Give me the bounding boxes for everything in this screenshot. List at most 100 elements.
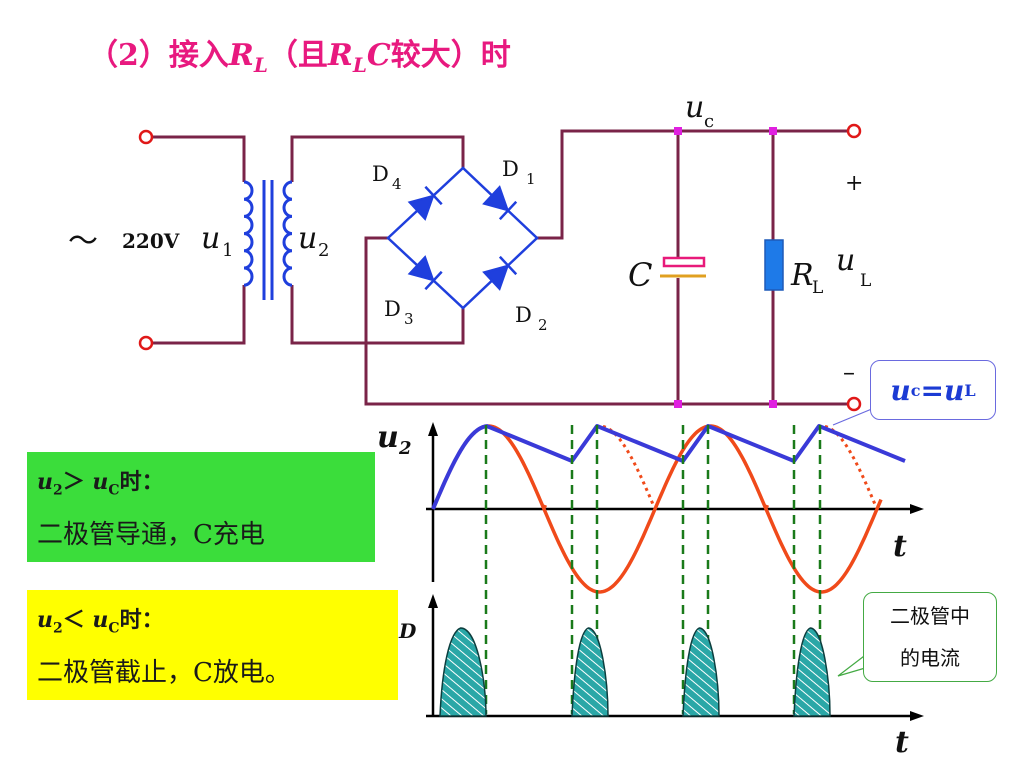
diode-bridge bbox=[386, 166, 539, 310]
cutoff-condition: u2＜ uC时： bbox=[37, 602, 164, 636]
d4-sub: 4 bbox=[392, 175, 402, 193]
voltage-label: 220V bbox=[122, 229, 180, 253]
diode-d3 bbox=[407, 255, 443, 291]
rl-label: R bbox=[790, 258, 814, 293]
u2-waveform bbox=[431, 424, 883, 594]
wire-bridge-neg bbox=[364, 236, 678, 406]
title-suffix: 较大）时 bbox=[390, 38, 511, 73]
u1-label: u bbox=[201, 221, 220, 256]
d3-label: D bbox=[384, 297, 401, 321]
title-rlc-c: C bbox=[366, 38, 391, 73]
slide-title: （2）接入RL（且RLC较大）时 bbox=[88, 30, 511, 77]
terminal-primary-bottom bbox=[138, 335, 154, 351]
diode-d1 bbox=[482, 185, 518, 221]
rl-sub: L bbox=[812, 278, 823, 298]
conduction-box: u2＞ uC时： 二极管导通，C充电 bbox=[27, 452, 375, 562]
diode-d2-triangle bbox=[482, 264, 510, 291]
callout-d-line2: 的电流 bbox=[900, 646, 960, 670]
diode-symbols bbox=[407, 185, 518, 291]
title-mid: （且 bbox=[267, 38, 328, 73]
title-prefix: （2）接入 bbox=[88, 38, 229, 73]
callout-uc-a: u bbox=[890, 373, 911, 407]
diode-d4 bbox=[407, 185, 443, 221]
ul-label: u bbox=[836, 243, 855, 278]
junction-dot bbox=[674, 400, 682, 408]
conduction-text: 二极管导通，C充电 bbox=[37, 520, 265, 550]
capacitor-plate-top bbox=[662, 256, 706, 268]
conduction-condition: u2＞ uC时： bbox=[37, 464, 164, 498]
diode-d1-bar bbox=[498, 200, 518, 221]
ul-sub: L bbox=[860, 271, 871, 291]
cutoff-box: u2＜ uC时： 二极管截止，C放电。 bbox=[27, 590, 398, 700]
diode-d4-bar bbox=[424, 185, 443, 206]
plot-t-lower: t bbox=[895, 725, 909, 760]
bridge-wires bbox=[386, 166, 539, 310]
cond-uc: u bbox=[92, 469, 109, 495]
plot-labels: u 2 t t D bbox=[377, 420, 909, 760]
wire-secondary-top bbox=[290, 135, 465, 182]
uc-waveform bbox=[431, 424, 906, 510]
plot-id-label: D bbox=[398, 619, 417, 643]
wire-bridge-pos bbox=[537, 129, 678, 240]
cutoff-text: 二极管截止，C放电。 bbox=[37, 658, 291, 688]
callout-uc-a-sub: c bbox=[910, 380, 921, 400]
title-rlc-sub: L bbox=[352, 53, 367, 77]
d4-label: D bbox=[372, 162, 389, 186]
ac-symbol: ～ bbox=[68, 224, 98, 259]
diode-current-pulse bbox=[571, 627, 609, 717]
cond-u2-sub: 2 bbox=[53, 482, 63, 499]
uc-label: u bbox=[685, 90, 704, 125]
u2-sub: 2 bbox=[318, 240, 329, 261]
terminal-output-pos bbox=[846, 123, 862, 139]
title-rl-sub: L bbox=[253, 53, 268, 77]
junction-dot bbox=[769, 400, 777, 408]
diode-current-pulse bbox=[793, 627, 831, 717]
cond-tail: 时： bbox=[119, 469, 164, 495]
circuit-labels: ～ 220V u 1 u 2 D 4 D 1 D 3 D 2 u c C R L… bbox=[68, 90, 871, 386]
u1-sub: 1 bbox=[222, 240, 233, 261]
d2-sub: 2 bbox=[538, 316, 548, 334]
cond-op: ＞ bbox=[62, 469, 93, 495]
cut-tail: 时： bbox=[119, 607, 164, 633]
callout-uc-b-sub: L bbox=[964, 380, 976, 400]
plot-u2-sub: 2 bbox=[398, 438, 412, 459]
primary-coil bbox=[243, 180, 254, 287]
diode-d1-triangle bbox=[482, 185, 510, 212]
terminal-output-neg bbox=[846, 396, 862, 412]
callout-d-line1: 二极管中 bbox=[890, 604, 970, 628]
cut-u2: u bbox=[37, 607, 53, 633]
capacitor-label: C bbox=[628, 256, 652, 294]
lower-x-arrow bbox=[910, 711, 924, 721]
d1-label: D bbox=[502, 157, 519, 181]
plus-sign: + bbox=[845, 171, 863, 196]
u2-label: u bbox=[298, 221, 317, 256]
plot-u2-label: u bbox=[377, 420, 399, 455]
d1-sub: 1 bbox=[526, 170, 536, 188]
diode-d2 bbox=[482, 255, 518, 291]
waveforms bbox=[431, 424, 906, 717]
callout-uc-eq: = bbox=[920, 373, 944, 407]
junction-dot bbox=[769, 127, 777, 135]
cut-u2-sub: 2 bbox=[53, 620, 63, 637]
minus-sign: – bbox=[843, 358, 855, 386]
cut-uc: u bbox=[92, 607, 109, 633]
cut-uc-sub: C bbox=[108, 620, 120, 637]
capacitor bbox=[660, 256, 706, 278]
callout-uc-b: u bbox=[943, 373, 965, 407]
wire-secondary-bottom bbox=[290, 285, 465, 345]
diode-d2-bar bbox=[498, 255, 518, 276]
d3-sub: 3 bbox=[404, 310, 414, 328]
terminal-primary-top bbox=[138, 129, 154, 145]
junction-dots bbox=[674, 127, 777, 408]
plot-axes bbox=[426, 422, 924, 721]
cond-u2: u bbox=[37, 469, 53, 495]
diode-current-pulse bbox=[439, 627, 487, 717]
cut-op: ＜ bbox=[62, 607, 93, 633]
lower-y-arrow bbox=[428, 594, 438, 608]
diode-current-pulse bbox=[682, 627, 720, 717]
diode-d3-bar bbox=[424, 270, 443, 291]
secondary-coil bbox=[282, 180, 293, 287]
diode-d4-triangle bbox=[407, 194, 435, 221]
